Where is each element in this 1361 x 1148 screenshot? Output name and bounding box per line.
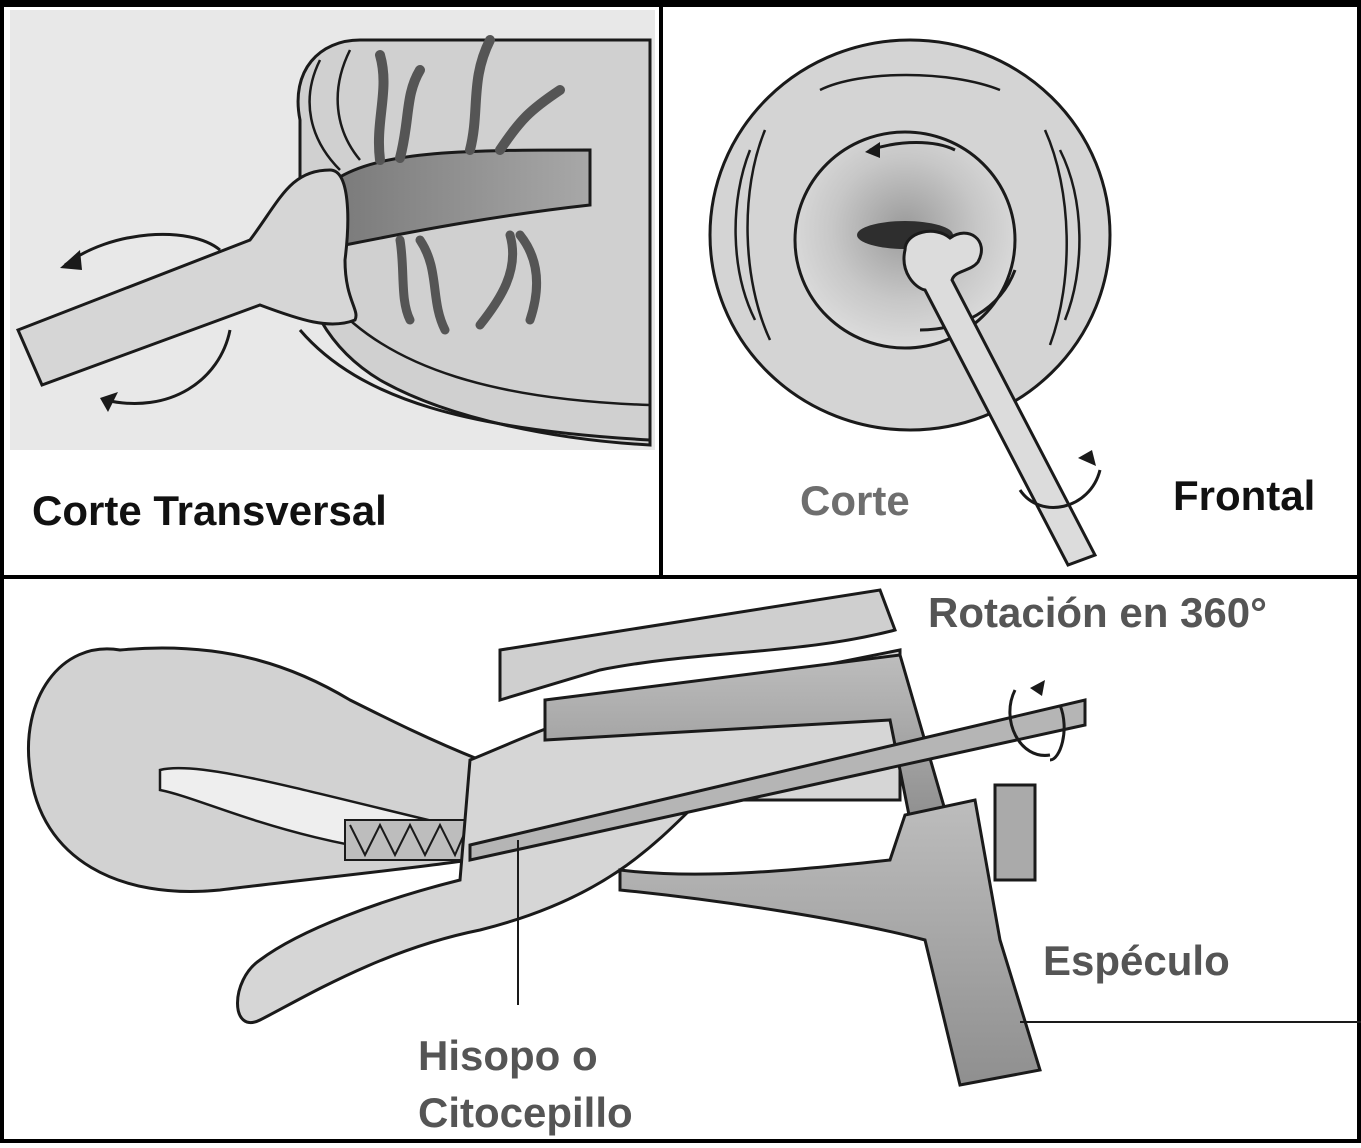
- transversal-illustration: [10, 10, 655, 450]
- label-citocepillo: Citocepillo: [418, 1092, 633, 1134]
- label-frontal: Frontal: [1173, 475, 1315, 517]
- label-especulo: Espéculo: [1043, 940, 1230, 982]
- label-hisopo: Hisopo o: [418, 1035, 598, 1077]
- frontal-illustration: [710, 40, 1110, 565]
- label-corte-transversal: Corte Transversal: [32, 490, 387, 532]
- label-rotacion: Rotación en 360°: [928, 592, 1267, 634]
- label-corte: Corte: [800, 480, 910, 522]
- speculum-screw: [995, 785, 1035, 880]
- sagittal-illustration: [10, 590, 1361, 1130]
